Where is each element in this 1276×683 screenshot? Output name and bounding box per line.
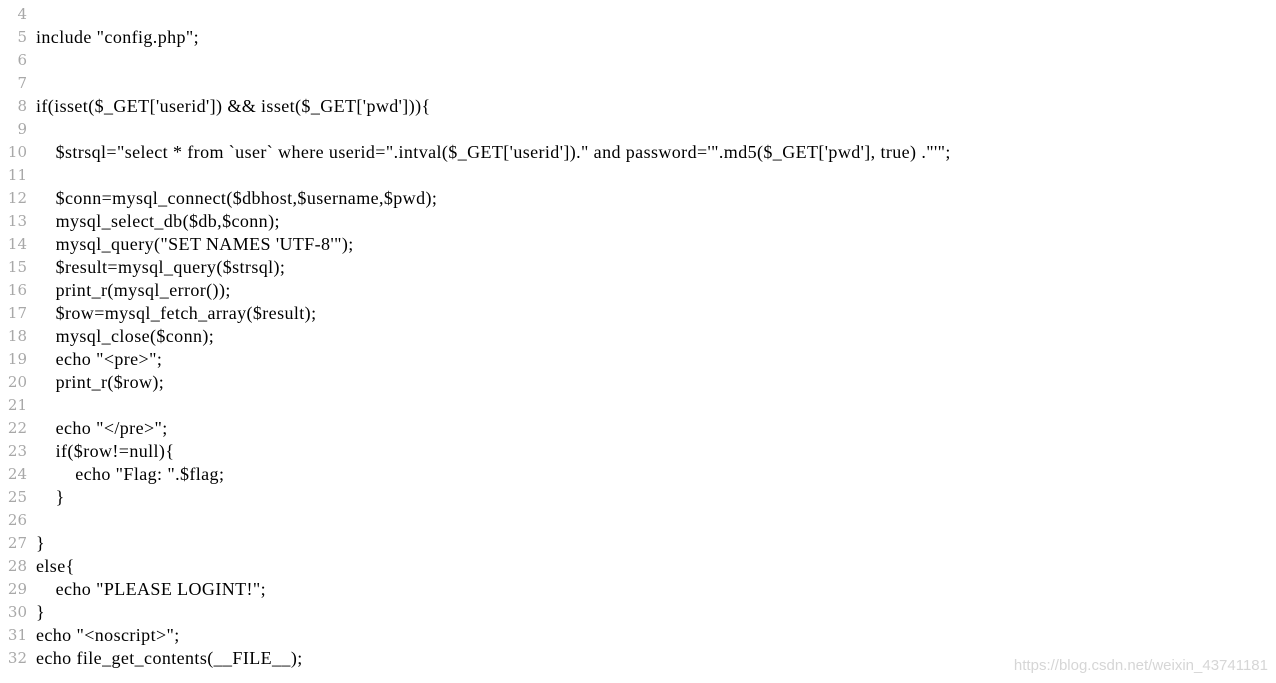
- line-number: 6: [17, 51, 27, 69]
- line-number: 4: [17, 5, 27, 23]
- code-text: }: [36, 487, 65, 507]
- code-text: echo "<noscript>";: [36, 625, 180, 645]
- code-text: echo "PLEASE LOGINT!";: [36, 579, 267, 599]
- line-number: 31: [7, 626, 27, 644]
- line-number: 5: [17, 28, 27, 46]
- code-text: include "config.php";: [36, 27, 200, 47]
- code-text: echo "Flag: ".$flag;: [36, 464, 225, 484]
- line-number: 7: [17, 74, 27, 92]
- line-number: 13: [7, 212, 27, 230]
- code-line: 17 $row=mysql_fetch_array($result);: [0, 302, 1276, 325]
- line-number: 21: [7, 396, 27, 414]
- code-line: 27}: [0, 532, 1276, 555]
- line-number: 26: [7, 511, 27, 529]
- code-line: 11: [0, 164, 1276, 187]
- code-line: 31 echo "<noscript>";: [0, 624, 1276, 647]
- code-text: echo file_get_contents(__FILE__);: [36, 648, 303, 668]
- code-line: 16 print_r(mysql_error());: [0, 279, 1276, 302]
- code-text: echo "</pre>";: [36, 418, 168, 438]
- code-line: 23 if($row!=null){: [0, 440, 1276, 463]
- line-number: 23: [7, 442, 27, 460]
- code-text: mysql_close($conn);: [36, 326, 215, 346]
- code-line: 8 if(isset($_GET['userid']) && isset($_GE…: [0, 95, 1276, 118]
- watermark: https://blog.csdn.net/weixin_43741181: [1013, 657, 1268, 674]
- code-view[interactable]: 4 5 include "config.php"; 6 7 8 if(isset($…: [0, 3, 1276, 670]
- code-text: if(isset($_GET['userid']) && isset($_GET…: [36, 96, 431, 116]
- code-line: 12 $conn=mysql_connect($dbhost,$username…: [0, 187, 1276, 210]
- code-text: }: [36, 533, 46, 553]
- code-line: 20 print_r($row);: [0, 371, 1276, 394]
- code-line: 13 mysql_select_db($db,$conn);: [0, 210, 1276, 233]
- code-line: 29 echo "PLEASE LOGINT!";: [0, 578, 1276, 601]
- code-text: $row=mysql_fetch_array($result);: [36, 303, 317, 323]
- code-text: $result=mysql_query($strsql);: [36, 257, 286, 277]
- code-text: print_r(mysql_error());: [36, 280, 231, 300]
- code-line: 25 }: [0, 486, 1276, 509]
- code-line: 32 echo file_get_contents(__FILE__);: [0, 647, 1276, 670]
- code-line: 26: [0, 509, 1276, 532]
- code-line: 24 echo "Flag: ".$flag;: [0, 463, 1276, 486]
- line-number: 25: [7, 488, 27, 506]
- code-line: 9: [0, 118, 1276, 141]
- code-text: echo "<pre>";: [36, 349, 163, 369]
- code-line: 21: [0, 394, 1276, 417]
- line-number: 24: [7, 465, 27, 483]
- code-line: 10 $strsql="select * from `user` where u…: [0, 141, 1276, 164]
- code-line: 4: [0, 3, 1276, 26]
- code-line: 18 mysql_close($conn);: [0, 325, 1276, 348]
- line-number: 30: [7, 603, 27, 621]
- code-text: $conn=mysql_connect($dbhost,$username,$p…: [36, 188, 438, 208]
- line-number: 28: [7, 557, 27, 575]
- code-line: 15 $result=mysql_query($strsql);: [0, 256, 1276, 279]
- code-line: 6: [0, 49, 1276, 72]
- line-number: 19: [7, 350, 27, 368]
- code-line: 22 echo "</pre>";: [0, 417, 1276, 440]
- code-text: }: [36, 602, 46, 622]
- code-line: 14 mysql_query("SET NAMES 'UTF-8'");: [0, 233, 1276, 256]
- line-number: 17: [7, 304, 27, 322]
- line-number: 14: [7, 235, 27, 253]
- line-number: 20: [7, 373, 27, 391]
- code-line: 28 else{: [0, 555, 1276, 578]
- code-line: 30}: [0, 601, 1276, 624]
- code-line: 5 include "config.php";: [0, 26, 1276, 49]
- line-number: 29: [7, 580, 27, 598]
- line-number: 16: [7, 281, 27, 299]
- line-number: 9: [17, 120, 27, 138]
- line-number: 18: [7, 327, 27, 345]
- line-number: 32: [7, 649, 27, 667]
- code-text: $strsql="select * from `user` where user…: [36, 142, 951, 162]
- line-number: 12: [7, 189, 27, 207]
- code-text: if($row!=null){: [36, 441, 175, 461]
- code-text: mysql_select_db($db,$conn);: [36, 211, 280, 231]
- line-number: 10: [7, 143, 27, 161]
- line-number: 8: [17, 97, 27, 115]
- code-line: 7: [0, 72, 1276, 95]
- code-text: else{: [36, 556, 75, 576]
- code-text: mysql_query("SET NAMES 'UTF-8'");: [36, 234, 354, 254]
- code-line: 19 echo "<pre>";: [0, 348, 1276, 371]
- code-text: print_r($row);: [36, 372, 165, 392]
- line-number: 15: [7, 258, 27, 276]
- line-number: 27: [7, 534, 27, 552]
- line-number: 11: [7, 166, 27, 184]
- line-number: 22: [7, 419, 27, 437]
